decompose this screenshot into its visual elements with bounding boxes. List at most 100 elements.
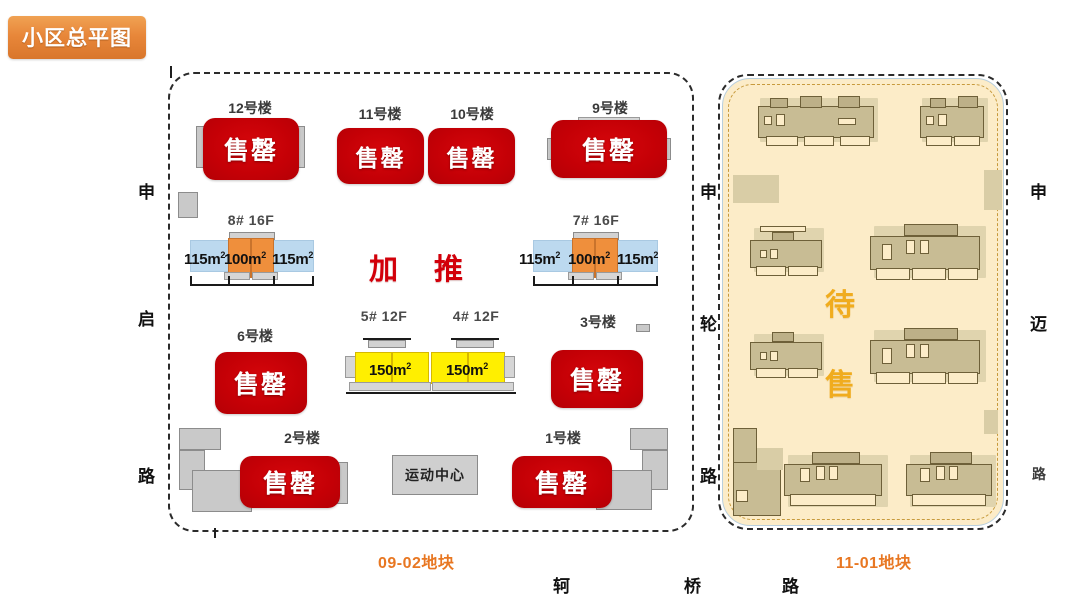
building-footprint-2-a [179,428,221,450]
right-building-7-main [733,462,781,516]
unit-area-7-left: 115m2 [519,250,561,268]
building-label-10: 10号楼 [450,106,494,122]
promotion-label: 加 推 [369,254,478,286]
building-status-11[interactable]: 售罄 [337,128,424,184]
unit-building-7-dim-tick-m1 [572,276,574,286]
right-building-8-top [812,452,860,464]
building-status-6[interactable]: 售罄 [215,352,307,414]
right-building-6-podium-b [912,372,946,384]
building-label-3: 3号楼 [580,314,616,330]
right-building-3-core-a [760,250,767,258]
right-building-3-core-b [770,249,778,259]
right-building-3-roofbar [760,226,806,232]
right-building-2-top-b [958,96,978,108]
right-building-5-podium-a [756,368,786,378]
right-building-1-top-c [838,96,860,108]
right-building-8-core-a [800,468,810,482]
plot-left-tick-top [170,66,172,78]
right-building-6-core-c [920,344,929,358]
unit-building-8-base-left [224,272,250,280]
right-building-7-notch [736,490,748,502]
right-building-2-core-a [926,116,934,125]
building-label-6: 6号楼 [237,328,273,344]
right-ancillary-nw [733,175,779,203]
right-building-9-core-b [936,466,945,480]
right-building-6-podium-a [876,372,910,384]
unit-building-5-core-b [392,352,429,384]
unit-building-4-base [432,382,514,391]
right-building-5-top [772,332,794,342]
right-building-8-core-c [829,466,838,480]
right-building-5-core-b [770,351,778,361]
right-building-8-core-b [816,466,825,480]
unit-building-5-core-a [355,352,392,384]
unit-building-8-dim-tick-m1 [228,276,230,286]
right-building-5-podium-b [788,368,818,378]
page-title-badge: 小区总平图 [8,16,146,59]
building-status-10[interactable]: 售罄 [428,128,515,184]
unit-building-8-base-right [252,272,278,280]
building-label-11: 11号楼 [358,106,402,122]
building-status-9[interactable]: 售罄 [551,120,667,178]
plot-caption-left: 09-02地块 [378,555,455,572]
plot-right-outline [718,74,1008,530]
plot-caption-right: 11-01地块 [836,555,912,572]
right-building-9-top [930,452,972,464]
unit-building-7-wing-left [533,240,575,272]
road-label-rightplot-left-2: 轮 [700,315,717,334]
road-label-left-1: 申 [138,183,155,202]
unit-area-8-left: 115m2 [184,250,226,268]
right-building-4-core-c [920,240,929,254]
unit-area-8-center: 100m2 [224,250,266,268]
unit-building-7-dim-tick-l [533,276,535,286]
right-building-4-core-a [882,244,892,260]
unit-building-4-dim-line [430,392,516,394]
right-building-2-podium-a [926,136,952,146]
right-building-4-podium-b [912,268,946,280]
plot-left-tick-bottom [214,528,216,538]
building-status-1[interactable]: 售罄 [512,456,612,508]
unit-building-4-roof-line [451,338,499,340]
ancillary-block-e [636,324,650,332]
right-plot-status-char-2: 售 [825,369,855,402]
right-building-1-top-b [800,96,822,108]
unit-building-code-8: 8# 16F [227,212,275,228]
road-label-rightplot-left-3: 路 [700,467,717,486]
road-label-rightplot-right-3: 路 [1032,466,1046,482]
road-label-bottom-1: 轲 [553,577,570,596]
facility-sports-center[interactable]: 运动中心 [392,455,478,495]
unit-building-4-end-right [504,356,515,378]
right-building-2-top-a [930,98,946,108]
unit-building-5-dim-line [346,392,432,394]
right-building-4-top [904,224,958,236]
right-building-4-podium-c [948,268,978,280]
building-status-3[interactable]: 售罄 [551,350,643,408]
unit-building-code-4: 4# 12F [452,308,500,324]
right-building-1-core-c [838,118,856,125]
right-building-6-core-a [882,348,892,364]
right-building-7-wing [733,428,757,466]
unit-building-7-dim-line [533,284,658,286]
building-label-2: 2号楼 [284,430,320,446]
right-building-3-podium-b [788,266,818,276]
right-ancillary-e [984,410,998,434]
unit-building-8-wing-right [272,240,314,272]
right-building-6-top [904,328,958,340]
building-status-2[interactable]: 售罄 [240,456,340,508]
road-label-rightplot-right-1: 申 [1030,183,1047,202]
unit-building-8-wing-left [190,240,232,272]
right-plot-status-char-1: 待 [825,289,855,322]
road-label-rightplot-right-2: 迈 [1030,315,1047,334]
building-status-12[interactable]: 售罄 [203,118,299,180]
unit-building-7-dim-tick-m2 [617,276,619,286]
unit-area-7-right: 115m2 [617,250,659,268]
right-building-9-core-c [949,466,958,480]
unit-building-4-core-a [431,352,468,384]
right-building-2-podium-b [954,136,980,146]
road-label-left-2: 启 [138,310,155,329]
unit-building-7-base-right [596,272,622,280]
right-building-1-core-b [776,114,785,126]
right-building-4-podium-a [876,268,910,280]
unit-building-7-dim-tick-r [656,276,658,286]
unit-building-5-base [349,382,431,391]
